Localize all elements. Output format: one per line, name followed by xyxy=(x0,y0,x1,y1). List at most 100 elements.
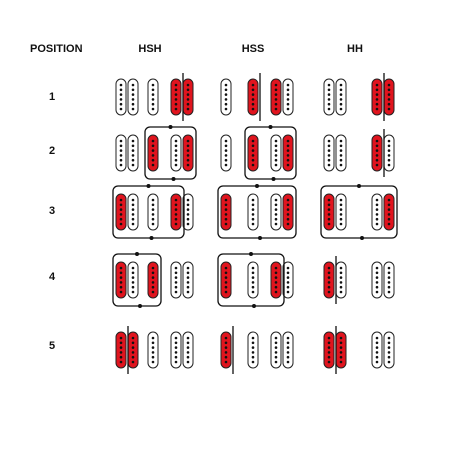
coil-hh-3-pole xyxy=(375,276,379,279)
coil-hh-4 xyxy=(383,193,395,231)
coil-hsh-2-pole xyxy=(131,149,135,152)
coil-hsh-2-body xyxy=(127,78,139,116)
coil-hss-4-pole xyxy=(286,360,290,364)
coil-hss-3 xyxy=(270,78,282,116)
coil-hsh-1-pole xyxy=(119,271,123,275)
coil-hsh-4-pole xyxy=(174,208,178,211)
coil-hh-3-body xyxy=(371,193,383,231)
coil-hss-4-pole xyxy=(286,149,290,152)
coil-hsh-2-pole xyxy=(131,98,135,101)
coil-hss-1-pole xyxy=(224,285,228,289)
coil-hh-1-pole xyxy=(327,102,331,106)
coil-hss-1-pole xyxy=(224,98,228,101)
coil-hsh-3-pole xyxy=(151,139,155,143)
coil-hh-4-pole xyxy=(387,222,391,226)
coil-hss-3-pole xyxy=(274,163,278,167)
coil-hss-1-pole xyxy=(224,217,228,221)
coil-hsh-3-pole xyxy=(151,285,155,289)
coil-hss-3-body xyxy=(270,261,282,299)
coil-hsh-2-pole xyxy=(131,88,135,92)
coil-hss-3-pole xyxy=(274,158,278,162)
coil-hsh-5-pole xyxy=(186,213,190,216)
coil-hsh-4-pole xyxy=(174,144,178,148)
coil-hsh-5-pole xyxy=(186,290,190,294)
coil-hsh-1-body xyxy=(115,261,127,299)
coil-hh-3-pole xyxy=(375,158,379,162)
coil-hh-3-pole xyxy=(375,102,379,106)
coil-hh-2-pole xyxy=(339,154,343,157)
coil-hh-2-pole xyxy=(339,285,343,289)
coil-hss-2-body xyxy=(247,193,259,231)
coil-hsh-3 xyxy=(147,78,159,116)
coil-hsh-1-pole xyxy=(119,203,123,207)
coil-hh-1-pole xyxy=(327,98,331,101)
wiring-hss-4-junction-top xyxy=(249,252,253,256)
coil-hsh-3-pole xyxy=(151,149,155,152)
coil-hsh-5-pole xyxy=(186,208,190,211)
header-hh: HH xyxy=(347,43,363,55)
position-label-2: 2 xyxy=(49,145,55,157)
coil-hss-1-body xyxy=(220,331,232,369)
coil-hh-3-pole xyxy=(375,355,379,359)
coil-hsh-4-pole xyxy=(174,222,178,226)
coil-hsh-2-pole xyxy=(131,144,135,148)
coil-hsh-3-pole xyxy=(151,93,155,96)
coil-hh-3 xyxy=(371,261,383,299)
coil-hsh-1-pole xyxy=(119,346,123,349)
coil-hh-1-body xyxy=(323,78,335,116)
coil-hh-2-pole xyxy=(339,360,343,364)
coil-hh-4-pole xyxy=(387,285,391,289)
coil-hh-4 xyxy=(383,331,395,369)
coil-hsh-1-pole xyxy=(119,139,123,143)
diagram-hh-pos-4 xyxy=(323,256,395,304)
coil-hss-4-pole xyxy=(286,281,290,284)
coil-hsh-5 xyxy=(182,331,194,369)
coil-hss-2-body xyxy=(247,331,259,369)
coil-hsh-5-pole xyxy=(186,154,190,157)
coil-hss-2-pole xyxy=(251,93,255,96)
coil-hss-1-pole xyxy=(224,336,228,340)
coil-hss-2-pole xyxy=(251,208,255,211)
coil-hss-4-pole xyxy=(286,139,290,143)
coil-hh-1-pole xyxy=(327,198,331,202)
coil-hh-3-pole xyxy=(375,93,379,96)
coil-hss-2 xyxy=(247,134,259,172)
coil-hss-1-pole xyxy=(224,107,228,111)
coil-hss-3-pole xyxy=(274,341,278,345)
coil-hh-4 xyxy=(383,261,395,299)
coil-hh-2-pole xyxy=(339,208,343,211)
coil-hss-3-pole xyxy=(274,276,278,279)
coil-hh-3-pole xyxy=(375,163,379,167)
coil-hsh-4-pole xyxy=(174,271,178,275)
coil-hss-1-pole xyxy=(224,351,228,354)
coil-hsh-5-pole xyxy=(186,266,190,270)
coil-hss-2-pole xyxy=(251,102,255,106)
coil-hss-1 xyxy=(220,331,232,369)
coil-hss-1-pole xyxy=(224,213,228,216)
coil-hh-1-pole xyxy=(327,276,331,279)
coil-hss-4-pole xyxy=(286,107,290,111)
coil-hsh-4-pole xyxy=(174,158,178,162)
coil-hh-4-pole xyxy=(387,271,391,275)
coil-hh-3-pole xyxy=(375,346,379,349)
coil-hss-4-pole xyxy=(286,346,290,349)
coil-hsh-3 xyxy=(147,331,159,369)
coil-hsh-4 xyxy=(170,134,182,172)
coil-hsh-1-pole xyxy=(119,93,123,96)
coil-hsh-2-pole xyxy=(131,360,135,364)
coil-hsh-2-pole xyxy=(131,336,135,340)
coil-hss-4-pole xyxy=(286,88,290,92)
diagram-hsh-pos-3 xyxy=(112,184,194,240)
coil-hsh-1-pole xyxy=(119,88,123,92)
coil-hsh-5-pole xyxy=(186,222,190,226)
diagram-hss-pos-3 xyxy=(217,184,297,240)
coil-hh-4-pole xyxy=(387,290,391,294)
coil-hsh-1-pole xyxy=(119,290,123,294)
header-hsh: HSH xyxy=(138,43,161,55)
coil-hss-4 xyxy=(282,261,294,299)
coil-hss-3 xyxy=(270,261,282,299)
coil-hh-4-pole xyxy=(387,346,391,349)
coil-hh-2-pole xyxy=(339,139,343,143)
coil-hss-4-pole xyxy=(286,290,290,294)
coil-hh-2-body xyxy=(335,134,347,172)
